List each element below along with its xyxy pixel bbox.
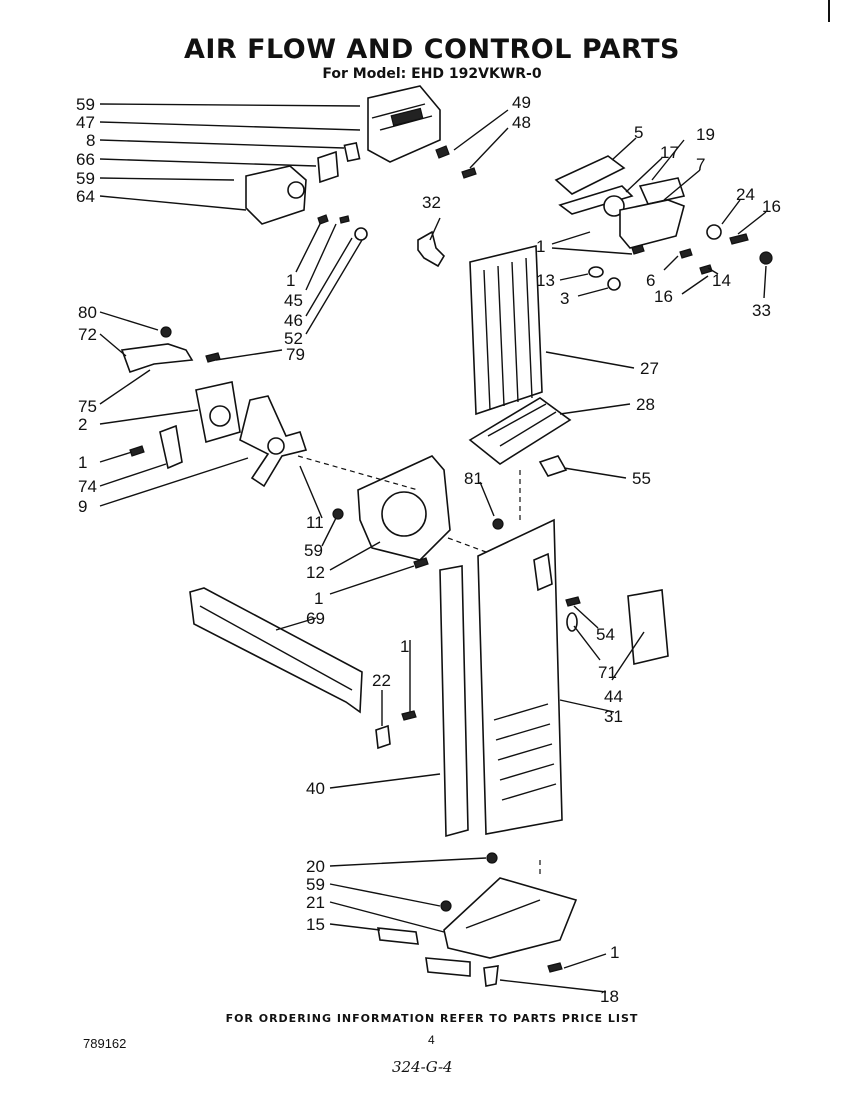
- callout-label: 64: [76, 187, 95, 206]
- callout-label: 55: [632, 469, 651, 488]
- callout-label: 1: [610, 943, 619, 962]
- callout-label: 45: [284, 291, 303, 310]
- callout-label: 15: [306, 915, 325, 934]
- callout-label: 2: [78, 415, 87, 434]
- callout-label: 1: [314, 589, 323, 608]
- callout-label: 59: [306, 875, 325, 894]
- callout-label: 80: [78, 303, 97, 322]
- callout-label: 79: [286, 345, 305, 364]
- page-title: AIR FLOW AND CONTROL PARTS: [183, 34, 681, 65]
- callout-label: 6: [646, 271, 655, 290]
- page-number: 4: [428, 1033, 435, 1047]
- callout-label: 74: [78, 477, 97, 496]
- callout-label: 5: [634, 123, 643, 142]
- callout-label: 49: [512, 93, 531, 112]
- leader-lines: [99, 103, 767, 993]
- callout-label: 24: [736, 185, 755, 204]
- callout-label: 71: [598, 663, 617, 682]
- callout-label: 8: [86, 131, 95, 150]
- callout-label: 28: [636, 395, 655, 414]
- callout-label: 12: [306, 563, 325, 582]
- callout-label: 1: [78, 453, 87, 472]
- callout-label: 19: [696, 125, 715, 144]
- callout-label: 20: [306, 857, 325, 876]
- callout-label: 17: [660, 143, 679, 162]
- callout-label: 14: [712, 271, 731, 290]
- handwritten-note: 324-G-4: [392, 1058, 453, 1076]
- callout-label: 52: [284, 329, 303, 348]
- callout-label: 1: [286, 271, 295, 290]
- callout-label: 31: [604, 707, 623, 726]
- callout-label: 16: [654, 287, 673, 306]
- callout-label: 72: [78, 325, 97, 344]
- callout-label: 81: [464, 469, 483, 488]
- callout-label: 32: [422, 193, 441, 212]
- callout-label: 3: [560, 289, 569, 308]
- callout-label: 18: [600, 987, 619, 1006]
- page-edge-mark: [828, 0, 830, 22]
- callout-label: 59: [76, 169, 95, 188]
- callout-label: 40: [306, 779, 325, 798]
- callout-label: 16: [762, 197, 781, 216]
- callout-label: 27: [640, 359, 659, 378]
- callout-label: 1: [536, 237, 545, 256]
- document-number: 789162: [83, 1036, 127, 1051]
- callout-label: 44: [604, 687, 623, 706]
- callout-label: 33: [752, 301, 771, 320]
- callout-label: 7: [696, 155, 705, 174]
- callout-label: 69: [306, 609, 325, 628]
- callout-label: 66: [76, 150, 95, 169]
- part-drawings: [120, 85, 773, 987]
- callout-label: 13: [536, 271, 555, 290]
- callout-label: 54: [596, 625, 615, 644]
- callout-label: 11: [306, 513, 324, 532]
- callout-label: 59: [76, 95, 95, 114]
- ordering-note: FOR ORDERING INFORMATION REFER TO PARTS …: [225, 1012, 639, 1025]
- model-subtitle: For Model: EHD 192VKWR-0: [322, 66, 542, 82]
- part-callouts: 59 47 8 66 59 64 49 48 5 17 19 7 24 16 3…: [76, 93, 781, 1006]
- callout-label: 1: [400, 637, 409, 656]
- callout-label: 75: [78, 397, 97, 416]
- callout-label: 21: [306, 893, 325, 912]
- callout-label: 48: [512, 113, 531, 132]
- callout-label: 47: [76, 113, 95, 132]
- callout-label: 9: [78, 497, 87, 516]
- callout-label: 22: [372, 671, 391, 690]
- callout-label: 59: [304, 541, 323, 560]
- callout-label: 46: [284, 311, 303, 330]
